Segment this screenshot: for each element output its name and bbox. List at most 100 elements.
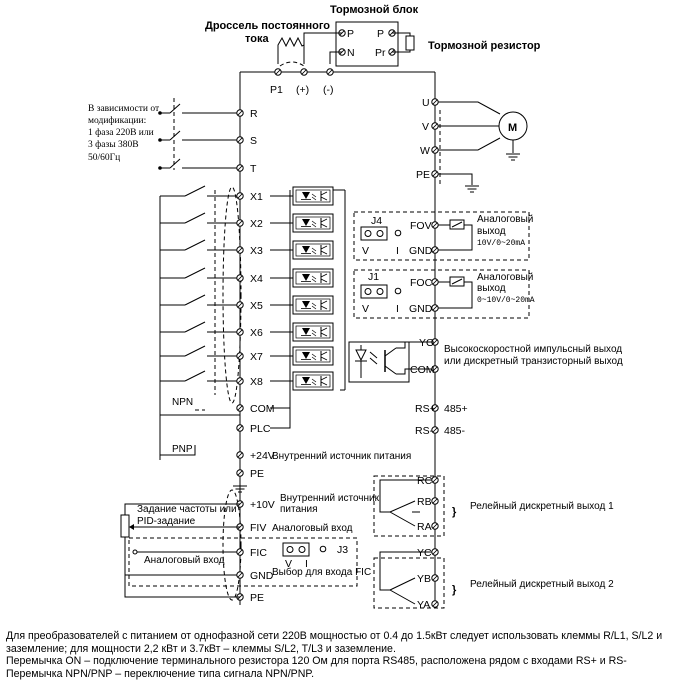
analog-output2-label-1: Аналоговый <box>477 272 533 283</box>
terminal-gnd-ao1: GND <box>409 245 433 257</box>
input-x5: X5 <box>160 294 334 315</box>
terminal-fov: FOV <box>410 220 432 232</box>
terminal-rb: RB <box>417 496 432 508</box>
supply-label-2: модификации: <box>88 115 146 126</box>
label-485-minus: 485- <box>444 425 466 437</box>
analog-range-v: 10V/0~20mA <box>477 239 525 248</box>
terminal-x1: X1 <box>250 191 263 203</box>
terminal-gnd: GND <box>250 570 274 582</box>
terminal-r: R <box>250 108 258 120</box>
supply-label-1: В зависимости от <box>88 104 160 114</box>
brake-unit-box <box>335 21 399 67</box>
rs485-section: RS+ RS- 485+ 485- <box>415 403 468 437</box>
potentiometer-icon <box>120 514 130 538</box>
terminal-ya: YA <box>417 599 430 611</box>
terminal-x8: X8 <box>250 376 263 388</box>
relay-outputs: RC RB RA } Релейный дискретный выход 1 Y… <box>373 475 614 611</box>
terminal-rs-minus: RS- <box>415 425 434 437</box>
dc-choke-icon <box>277 36 305 64</box>
j3-i: I <box>305 558 308 570</box>
relay-output-1-label: Релейный дискретный выход 1 <box>470 501 614 512</box>
digital-inputs: X1 X2 X3 X4 X5 X6 X7 <box>159 185 346 460</box>
footnote-line-4: Перемычка NPN/PNP – переключение типа си… <box>6 667 315 680</box>
terminal-pe-2: PE <box>250 592 264 604</box>
terminal-foc: FOC <box>410 277 433 289</box>
terminal-plc: PLC <box>250 423 271 435</box>
terminal-v: V <box>422 121 429 133</box>
dc-bus-section: Дроссель постоянного тока Тормозной блок… <box>205 4 541 96</box>
terminal-s: S <box>250 135 257 147</box>
analog-output2-label-2: выход <box>477 283 506 294</box>
supply-10v-label-2: питания <box>280 504 318 515</box>
terminal-x4: X4 <box>250 273 263 285</box>
brake-resistor-label: Тормозной резистор <box>428 40 541 52</box>
relay-output-2-label: Релейный дискретный выход 2 <box>470 579 614 590</box>
analog-range-i: 0~10V/0~20mA <box>477 296 535 305</box>
jumper-j1: J1 <box>368 271 379 283</box>
j4-i: I <box>396 245 399 257</box>
terminal-gnd-ao2: GND <box>409 303 433 315</box>
terminal-minus: (-) <box>323 84 334 96</box>
terminal-x5: X5 <box>250 300 263 312</box>
j1-v: V <box>362 303 369 315</box>
label-485-plus: 485+ <box>444 403 468 415</box>
input-x4: X4 <box>160 267 334 288</box>
j4-v: V <box>362 245 369 257</box>
terminal-yo: YO <box>419 337 434 349</box>
footnote-line-1: Для преобразователей с питанием от одноф… <box>6 630 663 642</box>
motor-label: M <box>508 122 517 134</box>
terminal-ra: RA <box>417 521 432 533</box>
terminal-x7: X7 <box>250 351 263 363</box>
terminal-fic: FIC <box>250 547 267 559</box>
npn-label: NPN <box>172 397 193 408</box>
terminal-plus: (+) <box>296 84 309 96</box>
pulse-output-label-1: Высокоскоростной импульсный выход <box>444 344 622 355</box>
jumper-j3: J3 <box>337 544 348 556</box>
supply-label-5: 50/60Гц <box>88 153 120 163</box>
terminal-yc: YC <box>417 547 432 559</box>
terminal-x3: X3 <box>250 245 263 257</box>
supply-label-4: 3 фазы 380В <box>88 139 139 150</box>
analog-output-label-2: выход <box>477 226 506 237</box>
output-opto-icon <box>348 341 410 383</box>
fic-select-label: Выбор для входа FIC <box>272 566 371 578</box>
jumper-j4: J4 <box>371 215 382 227</box>
footnote: Для преобразователей с питанием от одноф… <box>6 630 696 680</box>
brake-unit-p2: P <box>377 28 384 40</box>
footnote-line-2: заземление; для мощности 2,2 кВт и 3.7кВ… <box>6 642 396 655</box>
dc-choke-label: Дроссель постоянного <box>205 20 330 32</box>
terminal-fiv: FIV <box>250 522 266 534</box>
terminal-rc: RC <box>417 475 433 487</box>
terminal-yb: YB <box>417 573 431 585</box>
analog-input-left-label: Аналоговый вход <box>144 555 225 566</box>
terminal-com-out: COM <box>410 364 435 376</box>
relay-2-brace: } <box>452 584 457 596</box>
terminal-pe-out: PE <box>416 169 430 181</box>
brake-resistor-icon <box>405 35 415 51</box>
pulse-output-label-2: или дискретный транзисторный выход <box>444 356 623 367</box>
terminal-rs-plus: RS+ <box>415 403 436 415</box>
input-x3: X3 <box>160 239 334 260</box>
terminal-t: T <box>250 163 257 175</box>
supply-10v-label-1: Внутренний источник <box>280 493 380 504</box>
fiv-label: Аналоговый вход <box>272 523 353 534</box>
supply-24v-label: Внутренний источник питания <box>272 451 411 462</box>
terminal-pe-1: PE <box>250 468 264 480</box>
brake-unit-n: N <box>347 47 355 59</box>
input-x1: X1 <box>160 185 334 206</box>
brake-unit-label: Тормозной блок <box>330 4 419 16</box>
input-x6: X6 <box>160 321 334 342</box>
freq-setting-label-2: PID-задание <box>137 516 196 527</box>
terminal-w: W <box>420 145 430 157</box>
brake-unit-pr: Pr <box>375 47 386 59</box>
footnote-line-3: Перемычка ON – подключение терминального… <box>6 655 627 668</box>
brake-unit-p: P <box>347 28 354 40</box>
pulse-output: YO COM Высокоскоростной импульсный выход… <box>348 337 623 383</box>
j1-i: I <box>396 303 399 315</box>
analog-outputs: J4 V I FOV GND Аналоговый выход 10V/0~20… <box>353 211 535 319</box>
relay-1-brace: } <box>452 506 457 518</box>
power-input-section: В зависимости от модификации: 1 фаза 220… <box>88 98 258 175</box>
terminal-com: COM <box>250 403 275 415</box>
analog-output-label-1: Аналоговый <box>477 214 533 225</box>
